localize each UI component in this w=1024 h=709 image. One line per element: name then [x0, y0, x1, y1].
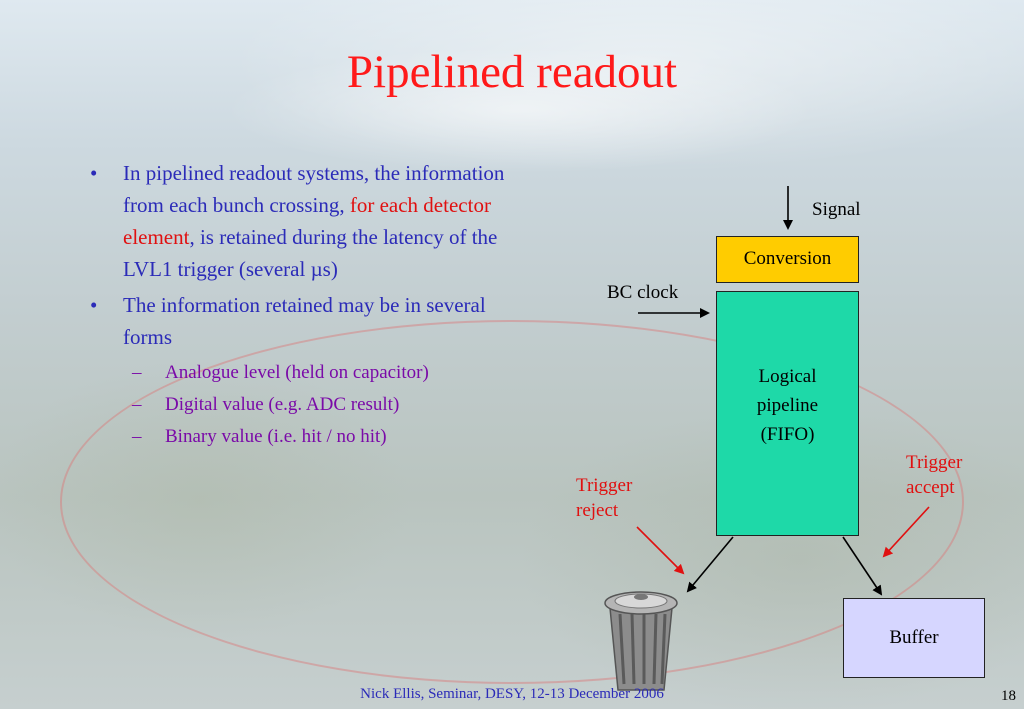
- pipeline-label-line: Logical: [758, 366, 817, 387]
- trigger-reject-label: Trigger reject: [576, 473, 632, 523]
- buffer-box: Buffer: [843, 598, 985, 678]
- background-accelerator-ring: [60, 320, 964, 684]
- subbullet-item-2: – Digital value (e.g. ADC result): [85, 389, 515, 421]
- subbullet-marker: –: [132, 394, 142, 415]
- conversion-box: Conversion: [716, 236, 859, 283]
- subbullet-marker: –: [132, 426, 142, 447]
- trigger-reject-arrow: [636, 526, 685, 575]
- bullet-item-1: • In pipelined readout systems, the info…: [85, 157, 515, 285]
- trash-can-icon: [604, 591, 678, 691]
- subbullet-text: Binary value (i.e. hit / no hit): [165, 426, 387, 447]
- bullet-list: • In pipelined readout systems, the info…: [85, 157, 515, 453]
- trigger-reject-line: Trigger: [576, 475, 633, 496]
- reject-path-arrow: [686, 536, 734, 593]
- subbullet-marker: –: [132, 362, 142, 383]
- trigger-accept-label: Trigger accept: [906, 450, 962, 500]
- trigger-accept-arrow: [882, 506, 930, 558]
- trigger-accept-line: Trigger: [906, 452, 963, 473]
- page-number: 18: [1001, 688, 1016, 704]
- signal-label: Signal: [812, 199, 861, 220]
- bullet-text: The information retained may be in sever…: [123, 293, 486, 349]
- pipeline-label-line: pipeline: [756, 395, 819, 416]
- bullet-text-start: In pipelined readout systems, the inform…: [123, 161, 505, 217]
- subbullet-item-1: – Analogue level (held on capacitor): [85, 357, 515, 389]
- bullet-text-end: , is retained during the latency of the …: [123, 225, 498, 281]
- slide-title: Pipelined readout: [346, 46, 678, 98]
- bullet-marker: •: [90, 161, 98, 185]
- accept-path-arrow: [842, 536, 883, 596]
- bullet-highlight: for each detector element: [123, 193, 491, 249]
- subbullet-item-3: – Binary value (i.e. hit / no hit): [85, 421, 515, 453]
- subbullet-text: Digital value (e.g. ADC result): [165, 394, 400, 415]
- bullet-item-2: • The information retained may be in sev…: [85, 289, 515, 353]
- bc-clock-label: BC clock: [607, 282, 679, 303]
- footer-text: Nick Ellis, Seminar, DESY, 12-13 Decembe…: [360, 686, 664, 702]
- bullet-marker: •: [90, 293, 98, 317]
- logical-pipeline-box: Logical pipeline (FIFO): [716, 291, 859, 536]
- trigger-reject-line: reject: [576, 500, 619, 521]
- pipeline-label-line: (FIFO): [760, 424, 815, 445]
- trigger-accept-line: accept: [906, 477, 955, 498]
- subbullet-text: Analogue level (held on capacitor): [165, 362, 429, 383]
